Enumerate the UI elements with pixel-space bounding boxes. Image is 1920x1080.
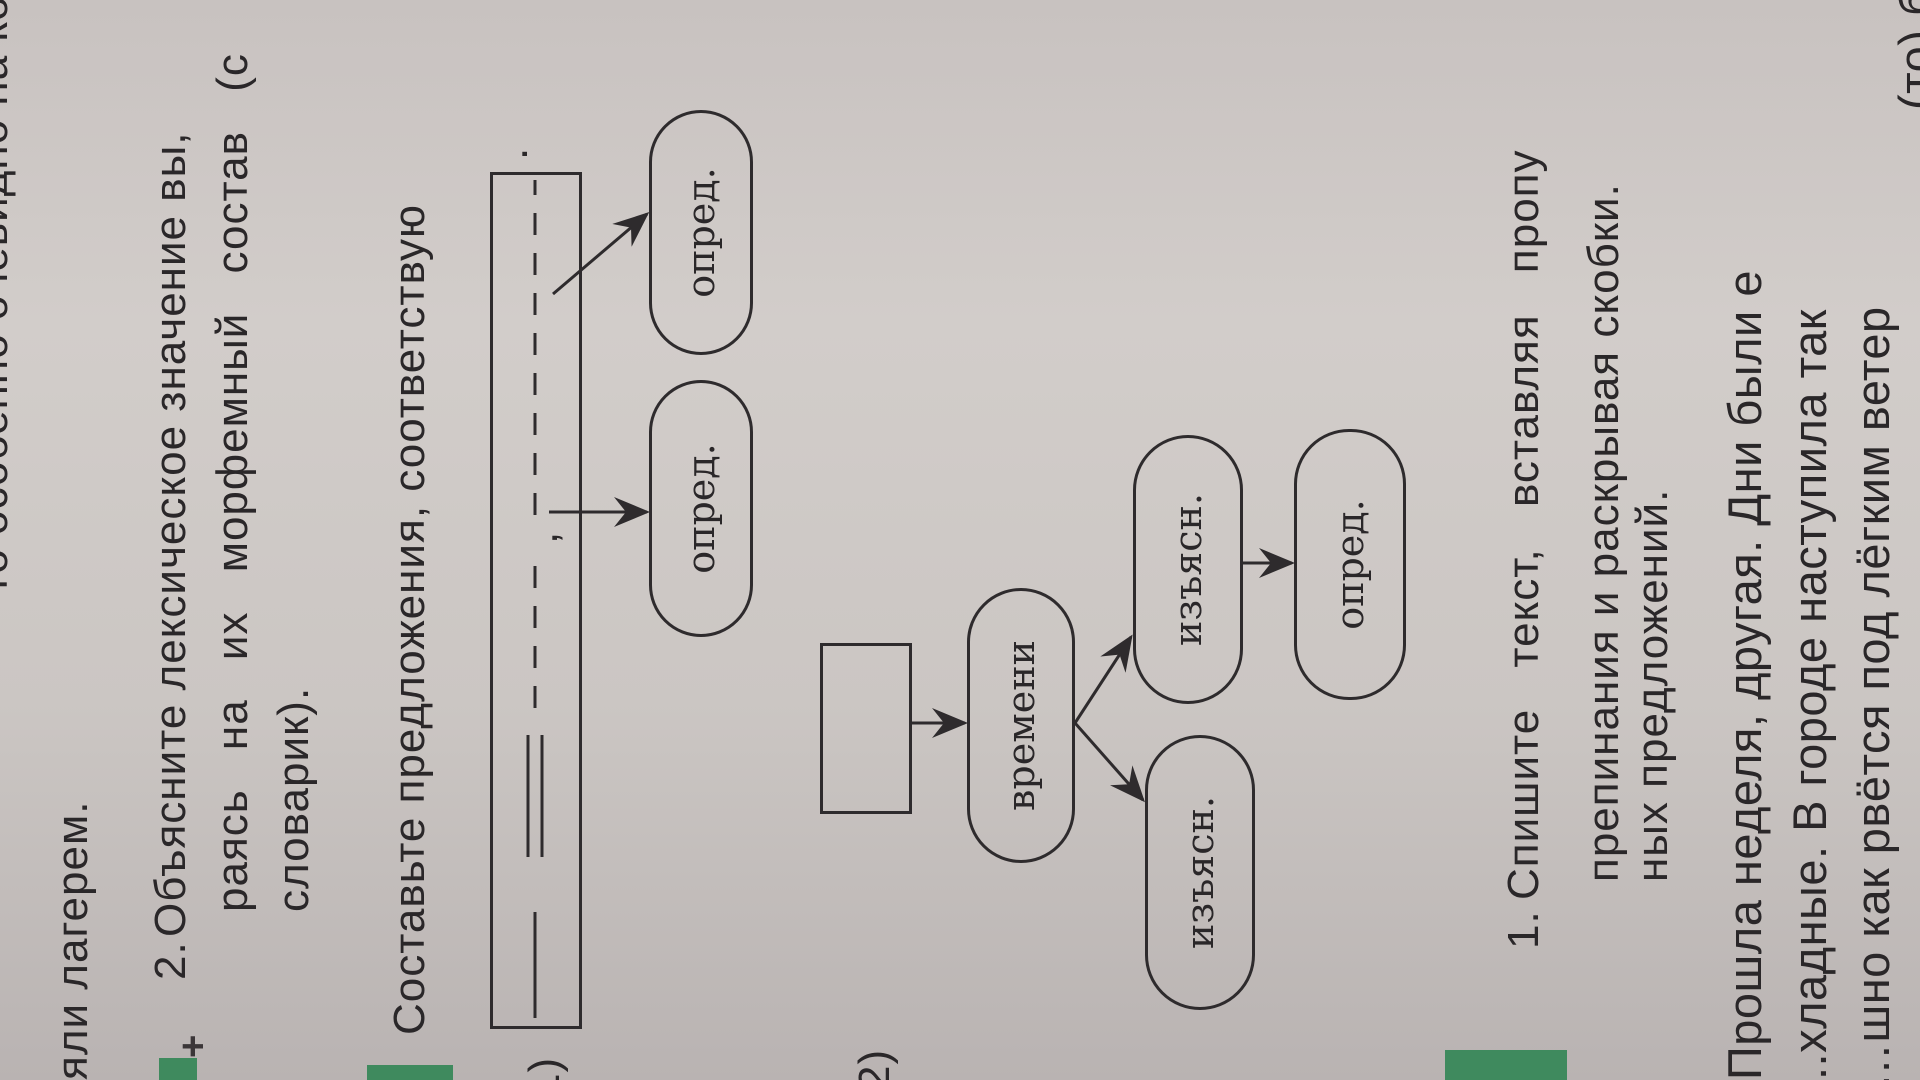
body-text-line: …шно как рвётся под лёгким ветер	[1846, 306, 1899, 1080]
body-text-line: Прошла неделя, другая. Дни были е	[1718, 270, 1771, 1080]
exercise-number: 1.	[1499, 910, 1548, 949]
body-text-line: ..хладные. В городе наступила так	[1783, 309, 1836, 1080]
body-text-line: (то) бе	[1889, 0, 1920, 110]
exercise-text: препинания и раскрывая скобки.	[1579, 183, 1628, 882]
exercise-text: ных предложений.	[1628, 488, 1677, 882]
exercise-text: Спишите текст, вставляя пропу	[1499, 149, 1548, 900]
